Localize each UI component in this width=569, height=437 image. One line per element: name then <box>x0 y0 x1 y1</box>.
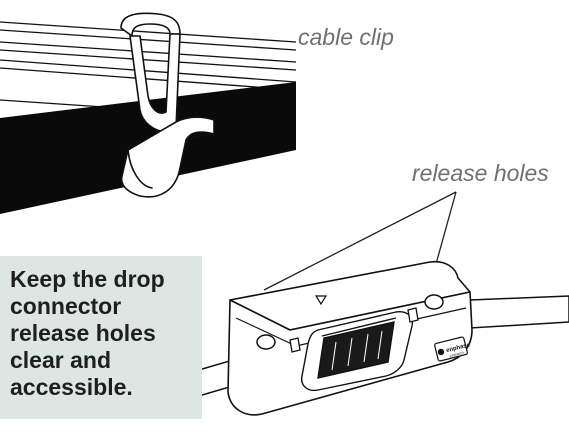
note-box: Keep the drop connector release holes cl… <box>0 256 202 419</box>
enphase-logo: enphase ENERGY <box>434 336 472 362</box>
cable-clip-callout: cable clip <box>298 24 394 50</box>
release-hole-left <box>256 334 276 350</box>
logo-text: enphase <box>446 342 472 354</box>
release-holes-callout: release holes <box>412 160 549 186</box>
connector-top-face <box>229 260 471 331</box>
central-plug <box>301 311 414 392</box>
rail-lines <box>0 21 297 121</box>
note-text: Keep the drop connector release holes cl… <box>10 266 165 400</box>
drop-connector: enphase ENERGY <box>191 260 569 416</box>
cable-clip <box>120 12 215 198</box>
release-holes-leaders <box>263 191 457 291</box>
release-holes <box>256 294 444 350</box>
rail-top-view <box>0 12 297 214</box>
arrow-marker <box>314 295 328 306</box>
release-hole-right <box>424 294 444 310</box>
logo-subtext: ENERGY <box>449 351 465 359</box>
connector-side-clips <box>289 307 419 353</box>
